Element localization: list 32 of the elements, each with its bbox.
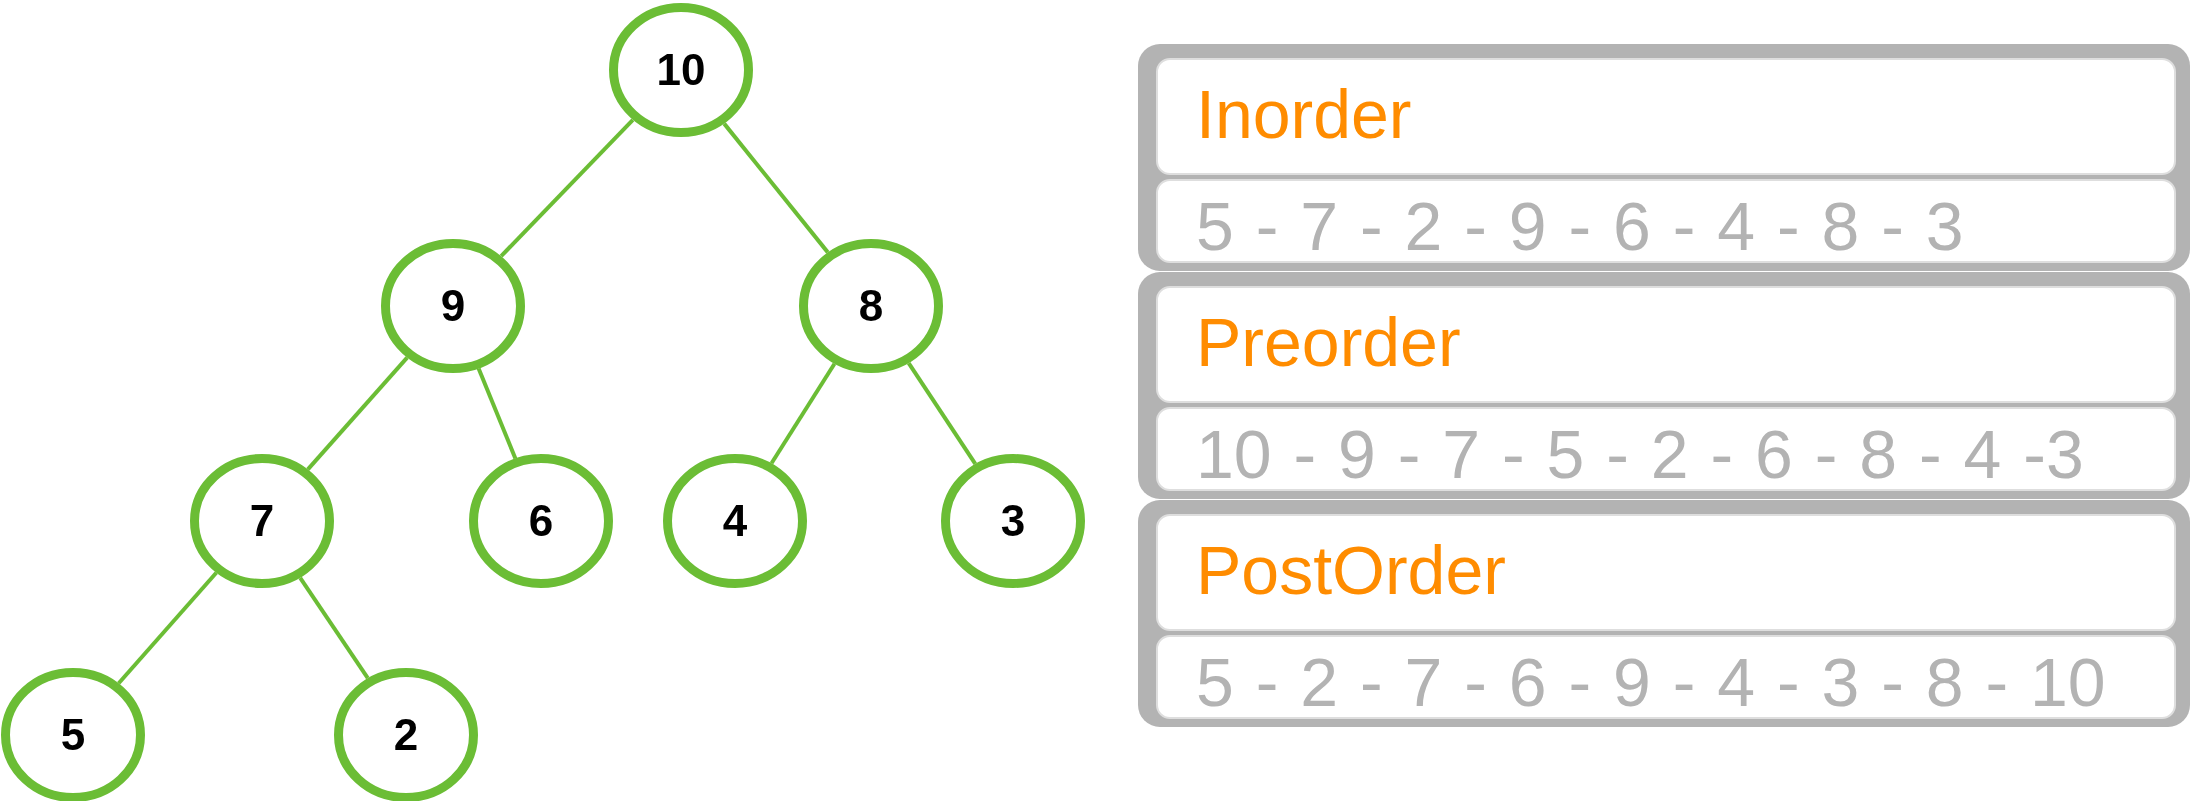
node-value: 5 xyxy=(60,713,86,757)
tree-edge xyxy=(298,576,370,680)
tree-edge xyxy=(907,362,977,465)
traversal-sequence: 5 - 2 - 7 - 6 - 9 - 4 - 3 - 8 - 10 xyxy=(1196,648,2106,716)
traversal-sequence: 10 - 9 - 7 - 5 - 2 - 6 - 8 - 4 -3 xyxy=(1196,420,2084,488)
traversal-title: PostOrder xyxy=(1196,536,1506,604)
node-value: 8 xyxy=(858,284,884,328)
tree-edge xyxy=(769,362,837,465)
node-value: 4 xyxy=(722,499,748,543)
tree-edge xyxy=(722,122,830,254)
traversal-sequence-box xyxy=(1156,407,2176,491)
traversal-sequence: 5 - 7 - 2 - 9 - 6 - 4 - 8 - 3 xyxy=(1196,192,1964,260)
traversal-title-box xyxy=(1156,58,2176,175)
traversal-title: Preorder xyxy=(1196,308,1461,376)
tree-edge xyxy=(117,571,218,685)
traversal-sequence-box xyxy=(1156,179,2176,263)
node-value: 10 xyxy=(656,48,706,92)
traversal-panel xyxy=(1138,500,2190,727)
traversal-title-box xyxy=(1156,514,2176,631)
node-value: 3 xyxy=(1000,499,1026,543)
node-value: 7 xyxy=(249,499,275,543)
traversal-sequence-box xyxy=(1156,635,2176,719)
tree-edge xyxy=(306,356,409,471)
traversal-panel xyxy=(1138,44,2190,271)
traversal-panel xyxy=(1138,272,2190,499)
node-value: 6 xyxy=(528,499,554,543)
traversal-title: Inorder xyxy=(1196,80,1412,148)
traversal-title-box xyxy=(1156,286,2176,403)
tree-edge xyxy=(476,367,518,460)
tree-edge xyxy=(499,118,635,258)
node-value: 9 xyxy=(440,284,466,328)
node-value: 2 xyxy=(393,713,419,757)
